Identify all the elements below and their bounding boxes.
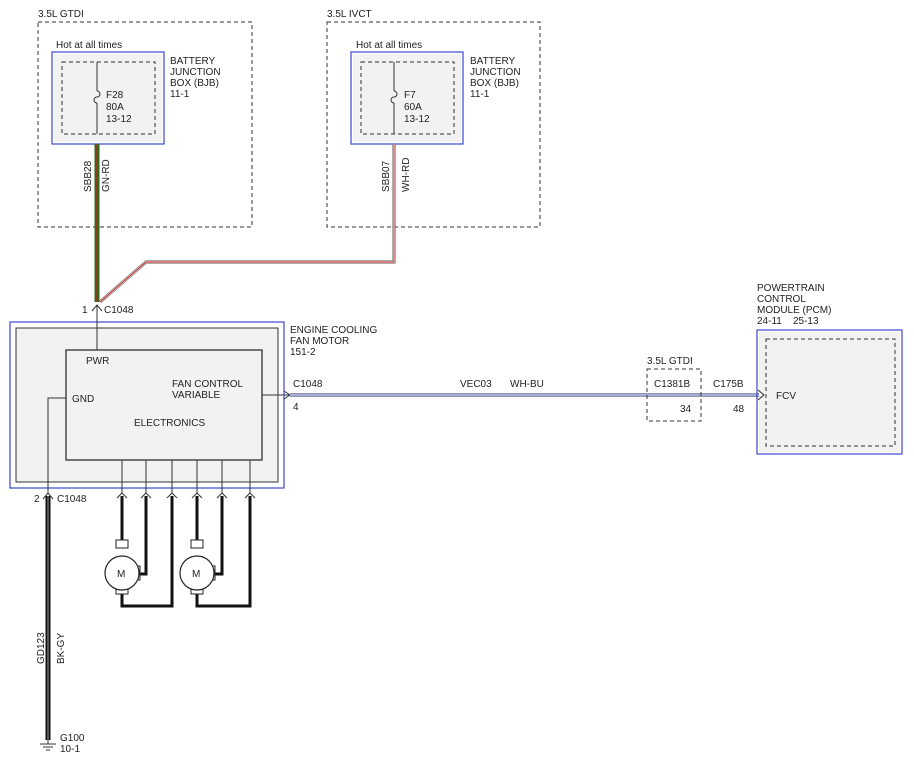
bjb-right-ref: 11-1 [470,89,490,100]
pcm-signal-label: FCV [776,391,796,402]
fuse-f28-ref: 13-12 [106,114,132,125]
fan-control-label-2: VARIABLE [172,390,220,401]
bjb-left-variant-box [37,21,253,228]
bjb-left: 3.5L GTDI Hot at all times F28 80A 13-12… [37,9,253,228]
bjb-left-title-3: BOX (BJB) [170,78,219,89]
bjb-right-title-2: JUNCTION [470,67,521,78]
fan-module: PWR GND FAN CONTROL VARIABLE ELECTRONICS… [9,320,377,494]
pcm-ref: 24-11 25-13 [757,316,819,327]
connector-bottom-name: C1048 [57,494,87,505]
bjb-right: 3.5L IVCT Hot at all times F7 60A 13-12 … [326,9,541,228]
motor-1: M [104,539,141,595]
fan-electronics-label: ELECTRONICS [134,418,205,429]
bjb-right-fuse-frame [360,61,455,135]
wire-gd123-circuit: GD123 [36,632,47,664]
fuse-f7-icon [390,90,398,104]
inline-connector-pin: 34 [680,404,692,415]
fuse-f28-name: F28 [106,90,124,101]
bjb-right-title-1: BATTERY [470,56,516,67]
pcm-pin: 48 [733,404,745,415]
wire-sbb28-circuit: SBB28 [83,160,94,192]
fuse-f7-ref: 13-12 [404,114,430,125]
connector-right-pin: 4 [293,402,299,413]
wire-vec03: C1048 4 VEC03 WH-BU [290,379,764,413]
wire-sbb07 [98,144,396,304]
motor-2-icon [179,555,215,591]
motor-2: M [179,539,216,595]
motor-wiring [120,496,252,608]
connector-chevron-icon [42,492,54,500]
wire-vec03-circuit: VEC03 [460,379,492,390]
wire-sbb07-circuit: SBB07 [381,160,392,192]
pcm-connector: C175B [713,379,744,390]
bjb-left-hot-label: Hot at all times [56,40,122,51]
ground-ref: 10-1 [60,744,80,755]
connector-right-name: C1048 [293,379,323,390]
bjb-right-title-3: BOX (BJB) [470,78,519,89]
ground-name: G100 [60,733,85,744]
pcm-box [756,329,903,455]
fan-module-ref: 151-2 [290,347,316,358]
fan-control-label-1: FAN CONTROL [172,379,244,390]
bjb-left-variant: 3.5L GTDI [38,9,84,20]
fuse-f28-rating: 80A [106,102,124,113]
fuse-f7-name: F7 [404,90,416,101]
bjb-left-title-2: JUNCTION [170,67,221,78]
wire-vec03-color: WH-BU [510,379,544,390]
fan-module-box [9,321,285,489]
wire-sbb28-color: GN-RD [101,159,112,192]
motor-1-icon [104,555,140,591]
pcm-title-3: MODULE (PCM) [757,305,831,316]
wire-gd123-color: BK-GY [56,633,67,664]
connector-c1048-pin1: 1 C1048 [82,304,134,320]
pcm-title-1: POWERTRAIN [757,283,825,294]
motor-1-label: M [117,569,125,580]
bjb-right-variant: 3.5L IVCT [327,9,372,20]
fan-gnd-label: GND [72,394,94,405]
wire-sbb07-color: WH-RD [401,158,412,192]
connector-bottom-pin: 2 [34,494,40,505]
motor-leads [116,460,256,499]
connector-top-pin: 1 [82,305,88,316]
inline-connector-variant: 3.5L GTDI [647,356,693,367]
fan-electronics-box [65,349,263,461]
bjb-left-fuse-frame [61,61,156,135]
connector-top-name: C1048 [104,305,134,316]
fan-module-title-1: ENGINE COOLING [290,325,377,336]
bjb-right-box [350,51,464,145]
inline-connector-name: C1381B [654,379,690,390]
fuse-f7-rating: 60A [404,102,422,113]
fan-module-title-2: FAN MOTOR [290,336,349,347]
pcm-input-arrow-icon [757,389,765,401]
bjb-left-ref: 11-1 [170,89,190,100]
bjb-left-box [51,51,165,145]
bjb-right-hot-label: Hot at all times [356,40,422,51]
ground-g100: G100 10-1 [40,733,85,755]
connector-c1048-pin2: 2 C1048 [34,492,87,505]
inline-connector-c1381b: 3.5L GTDI C1381B 34 [646,356,702,422]
pcm-module: POWERTRAIN CONTROL MODULE (PCM) 24-11 25… [713,283,903,455]
fuse-f28-icon [93,90,101,104]
fan-pwr-label: PWR [86,356,109,367]
bjb-left-title-1: BATTERY [170,56,216,67]
pcm-inner-frame [765,338,896,447]
wire-gd123: GD123 BK-GY [36,496,67,740]
inline-connector-box [646,368,702,422]
bjb-right-variant-box [326,21,541,228]
pcm-title-2: CONTROL [757,294,806,305]
motor-2-label: M [192,569,200,580]
